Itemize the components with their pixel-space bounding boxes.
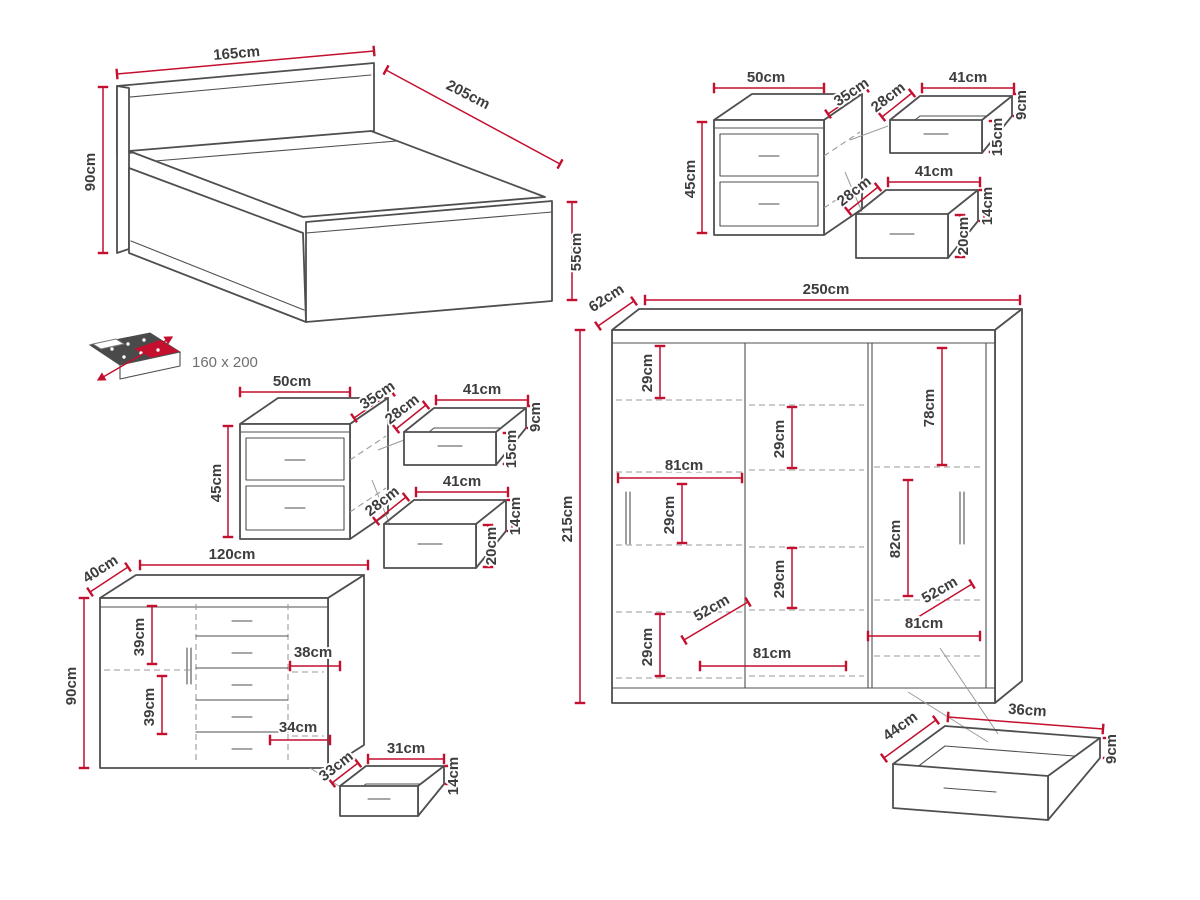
dim-line-bed-length — [382, 64, 564, 170]
dim-wardrobe-left-section-width: 81cm — [665, 457, 703, 474]
dresser-drawer-fronts — [195, 635, 289, 733]
dim-ns-a-drawer-top-front-height: 15cm — [989, 118, 1006, 156]
dresser-drawer-handles — [231, 620, 253, 750]
dim-ns-a-drawer-top-back-height: 9cm — [1013, 90, 1030, 120]
dim-wardrobe-width: 250cm — [803, 281, 850, 298]
dim-wardrobe-left-top-gap: 29cm — [639, 354, 656, 392]
dim-bed-footboard-height: 55cm — [568, 233, 585, 271]
dim-ns-b-drawer-top-back-height: 9cm — [527, 402, 544, 432]
dim-nightstand-a-height: 45cm — [682, 160, 699, 198]
nightstand-b-body — [239, 397, 389, 540]
dim-line-bed-width — [115, 45, 376, 80]
bed-rail-line — [130, 240, 305, 311]
bed-footboard-edge — [305, 211, 553, 234]
dim-ns-b-drawer-top-width: 41cm — [463, 381, 501, 398]
wardrobe-top — [611, 308, 1023, 331]
dresser-drawer-body — [339, 765, 445, 817]
dim-wardrobe-right-upper-section: 78cm — [921, 389, 938, 427]
dim-nightstand-b-height: 45cm — [208, 464, 225, 502]
dim-dresser-height: 90cm — [63, 667, 80, 705]
wardrobe-drawer-front — [892, 763, 1049, 821]
wardrobe-drawer-handle — [943, 787, 997, 793]
dim-dresser-width: 120cm — [209, 546, 256, 563]
dim-ns-a-drawer-bottom-back-height: 14cm — [979, 187, 996, 225]
wardrobe-door-handles — [625, 491, 965, 545]
dim-dresser-lower-shelf: 34cm — [279, 719, 317, 736]
wardrobe-drawer-side — [1047, 737, 1101, 821]
dresser-door-handle — [186, 647, 192, 685]
dim-wardrobe-middle-upper-gap: 29cm — [771, 420, 788, 458]
wardrobe-drawer-drawing: 44cm 36cm 9cm — [878, 699, 1122, 821]
dresser-top — [99, 574, 365, 599]
dim-wardrobe-middle-section-width: 81cm — [753, 645, 791, 662]
dim-bed-height: 90cm — [82, 153, 99, 191]
dim-dresser-depth: 40cm — [80, 552, 121, 587]
nightstand-b-top-drawer: 28cm 41cm 9cm 15cm — [380, 379, 546, 470]
dim-wardrobe-drawer-height: 9cm — [1103, 734, 1120, 764]
wardrobe-side — [994, 308, 1023, 704]
dim-wardrobe-drawer-depth: 44cm — [880, 708, 921, 744]
dresser-drawing: 40cm 120cm 90cm 39cm 38cm 39cm 34cm — [61, 544, 370, 789]
dim-wardrobe-right-middle-section: 82cm — [887, 520, 904, 558]
dim-bed-length: 205cm — [443, 77, 492, 113]
dim-ns-a-drawer-top-width: 41cm — [949, 69, 987, 86]
dim-ns-b-drawer-bottom-back-height: 14cm — [507, 497, 524, 535]
mattress-size-icon: 160 x 200 — [88, 332, 259, 381]
dim-wardrobe-right-section-width: 81cm — [905, 615, 943, 632]
dim-nightstand-b-width: 50cm — [273, 373, 311, 390]
bed-left-post — [116, 85, 130, 254]
dim-wardrobe-drawer-width: 36cm — [1008, 701, 1047, 721]
bed-footboard — [305, 200, 553, 323]
nightstand-a-drawing: 50cm 35cm 45cm — [680, 67, 889, 236]
bed-drawing: 165cm 205cm 90cm 55cm — [80, 41, 587, 323]
dim-dresser-drawer-height: 14cm — [445, 757, 462, 795]
dim-wardrobe-left-bottom-gap: 29cm — [639, 628, 656, 666]
wardrobe-right-door — [871, 342, 987, 689]
dim-wardrobe-height: 215cm — [559, 496, 576, 543]
nightstand-b-bottom-drawer: 28cm 41cm 14cm 20cm — [360, 471, 526, 569]
dim-ns-b-drawer-top-front-height: 15cm — [503, 430, 520, 468]
dim-ns-b-drawer-bottom-width: 41cm — [443, 473, 481, 490]
dim-bed-width: 165cm — [213, 43, 261, 64]
wardrobe-left-shelves — [616, 399, 742, 679]
dim-nightstand-a-width: 50cm — [747, 69, 785, 86]
wardrobe-drawing: 62cm 250cm 215cm 29cm 29cm 78cm 81cm 29c… — [557, 279, 1023, 743]
dim-dresser-upper-shelf: 38cm — [294, 644, 332, 661]
dim-ns-a-drawer-bottom-front-height: 20cm — [955, 217, 972, 255]
dim-ns-a-drawer-bottom-width: 41cm — [915, 163, 953, 180]
nightstand-a-top-drawer: 28cm 41cm 9cm 15cm — [866, 67, 1032, 158]
bed-mattress-seam — [154, 140, 398, 162]
dim-dresser-drawer-width: 31cm — [387, 740, 425, 757]
mattress-diagonal-arrow — [96, 336, 174, 381]
dresser-side — [327, 574, 365, 769]
dim-dresser-upper-section: 39cm — [131, 618, 148, 656]
mattress-size-label: 160 x 200 — [192, 354, 258, 371]
dim-ns-b-drawer-bottom-front-height: 20cm — [483, 527, 500, 565]
dim-dresser-lower-section: 39cm — [141, 688, 158, 726]
bed-mattress — [128, 130, 546, 218]
dim-wardrobe-left-middle-gap: 29cm — [661, 496, 678, 534]
nightstand-a-body — [713, 93, 863, 236]
dim-wardrobe-middle-lower-gap: 29cm — [771, 560, 788, 598]
